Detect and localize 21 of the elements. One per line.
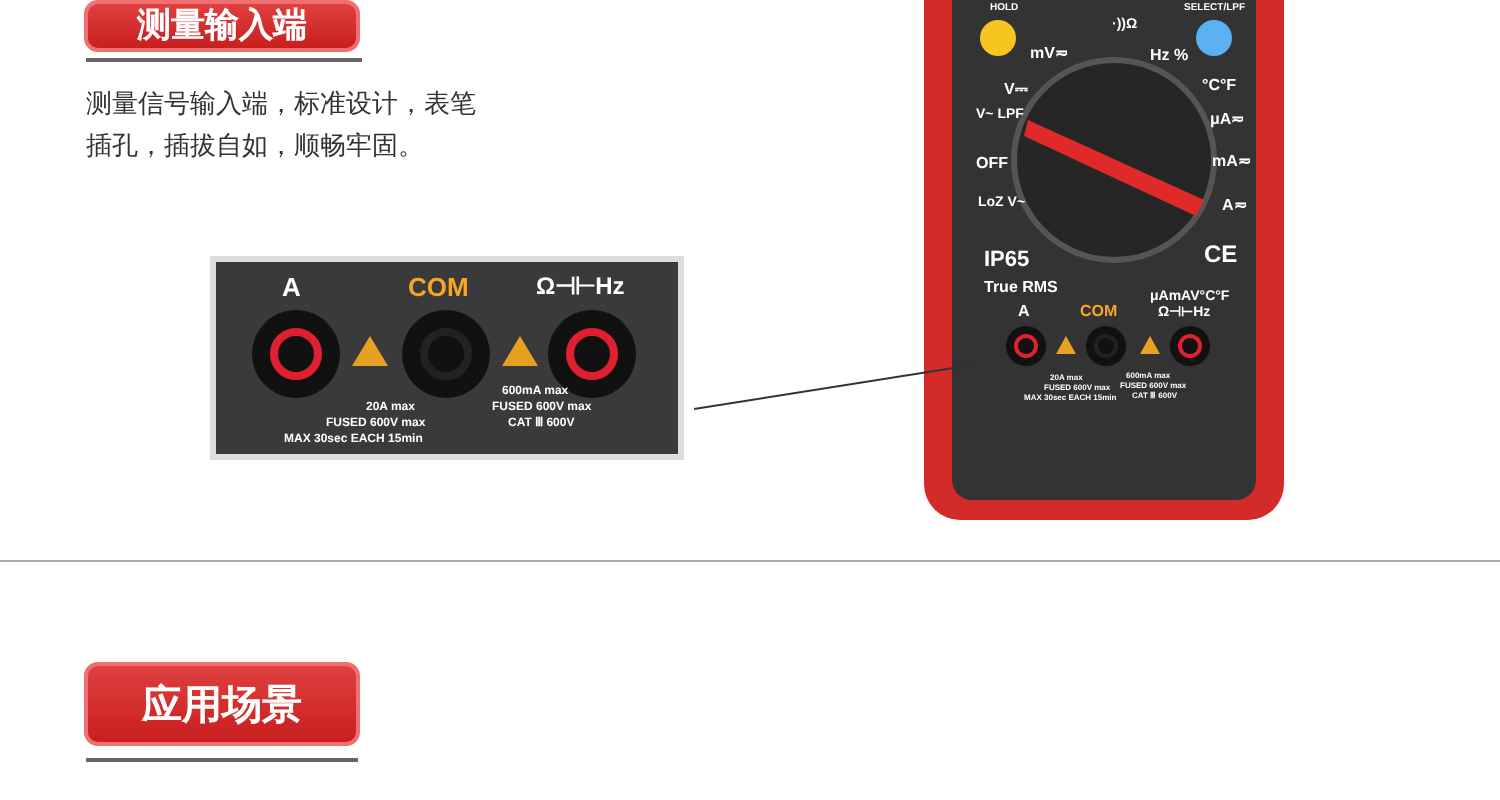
jack-label: COM [1080,304,1118,320]
dial-mark: A≂ [1222,198,1248,214]
dial-mark: μA≂ [1210,112,1246,128]
dial-mark: OFF [976,156,1008,172]
section-heading: 测量输入端 [84,0,360,52]
model-text: True RMS [984,280,1058,296]
input-jacks-closeup-photo [210,256,684,460]
multimeter-photo [924,0,1284,520]
model-text: IP65 [984,250,1030,272]
certification-mark: CE [1204,242,1238,266]
jack-label: A [1018,304,1030,320]
jack-label: A [282,274,301,300]
dial-mark: Hz % [1150,48,1189,64]
section-heading: 应用场景 [84,662,360,746]
description-text: 测量信号输入端，标准设计，表笔插孔，插拔自如，顺畅牢固。 [86,88,478,166]
dial-mark: mV≂ [1030,46,1069,62]
jack-label: COM [408,274,469,300]
dial-mark: mA≂ [1212,154,1252,170]
jack-label: Ω⊣⊢Hz [536,274,625,298]
dial-mark: °C°F [1202,78,1237,94]
dial-mark: V⎓ [1004,82,1027,98]
